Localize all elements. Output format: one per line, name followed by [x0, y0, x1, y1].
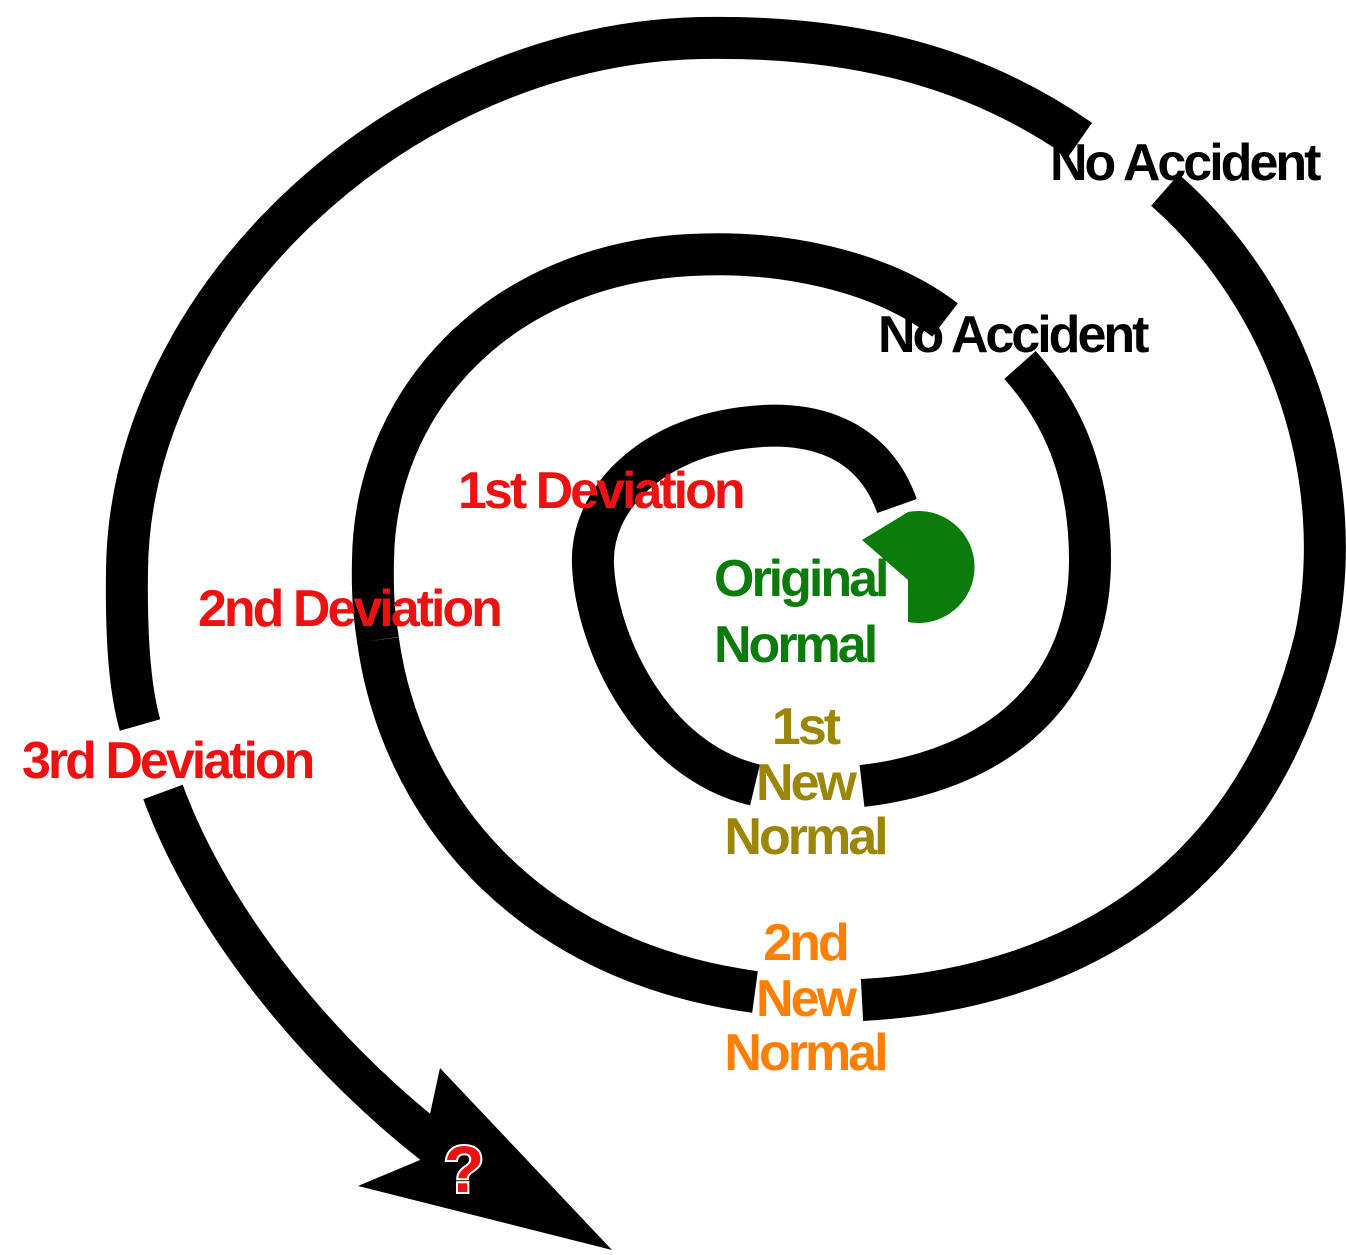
third-deviation-label: 3rd Deviation [22, 732, 313, 790]
second-new-normal-label: 2nd New Normal [724, 914, 888, 1082]
spiral-band [105, 16, 1346, 1177]
spiral-tail [143, 784, 468, 1177]
no-accident-outer-label: No Accident [1050, 134, 1321, 192]
spiral-turn-inner-bottom [859, 351, 1112, 807]
first-new-normal-line-2: New [756, 754, 857, 812]
spiral-turn-second-lower [357, 637, 758, 1013]
second-new-normal-line-1: 2nd [763, 914, 847, 972]
arrow-head [358, 1068, 612, 1250]
first-new-normal-line-3: Normal [724, 808, 885, 866]
spiral-turn-outer-bottom [860, 174, 1346, 1021]
second-new-normal-line-3: Normal [724, 1024, 885, 1082]
original-normal-line-1: Original [714, 550, 886, 608]
original-normal-label: Original Normal [714, 550, 889, 674]
spiral-turn-inner [571, 404, 917, 806]
first-deviation-label: 1st Deviation [458, 462, 743, 520]
first-new-normal-label: 1st New Normal [724, 698, 888, 866]
question-mark: ? [444, 1132, 484, 1206]
original-normal-line-2: Normal [714, 616, 875, 674]
second-deviation-label: 2nd Deviation [198, 580, 500, 638]
original-normal-marker [862, 511, 975, 624]
no-accident-inner-label: No Accident [878, 306, 1149, 364]
spiral-turn-outer-top [105, 16, 1093, 731]
spiral-turn-second [351, 233, 958, 644]
first-new-normal-line-1: 1st [772, 698, 841, 756]
second-new-normal-line-2: New [756, 970, 857, 1028]
